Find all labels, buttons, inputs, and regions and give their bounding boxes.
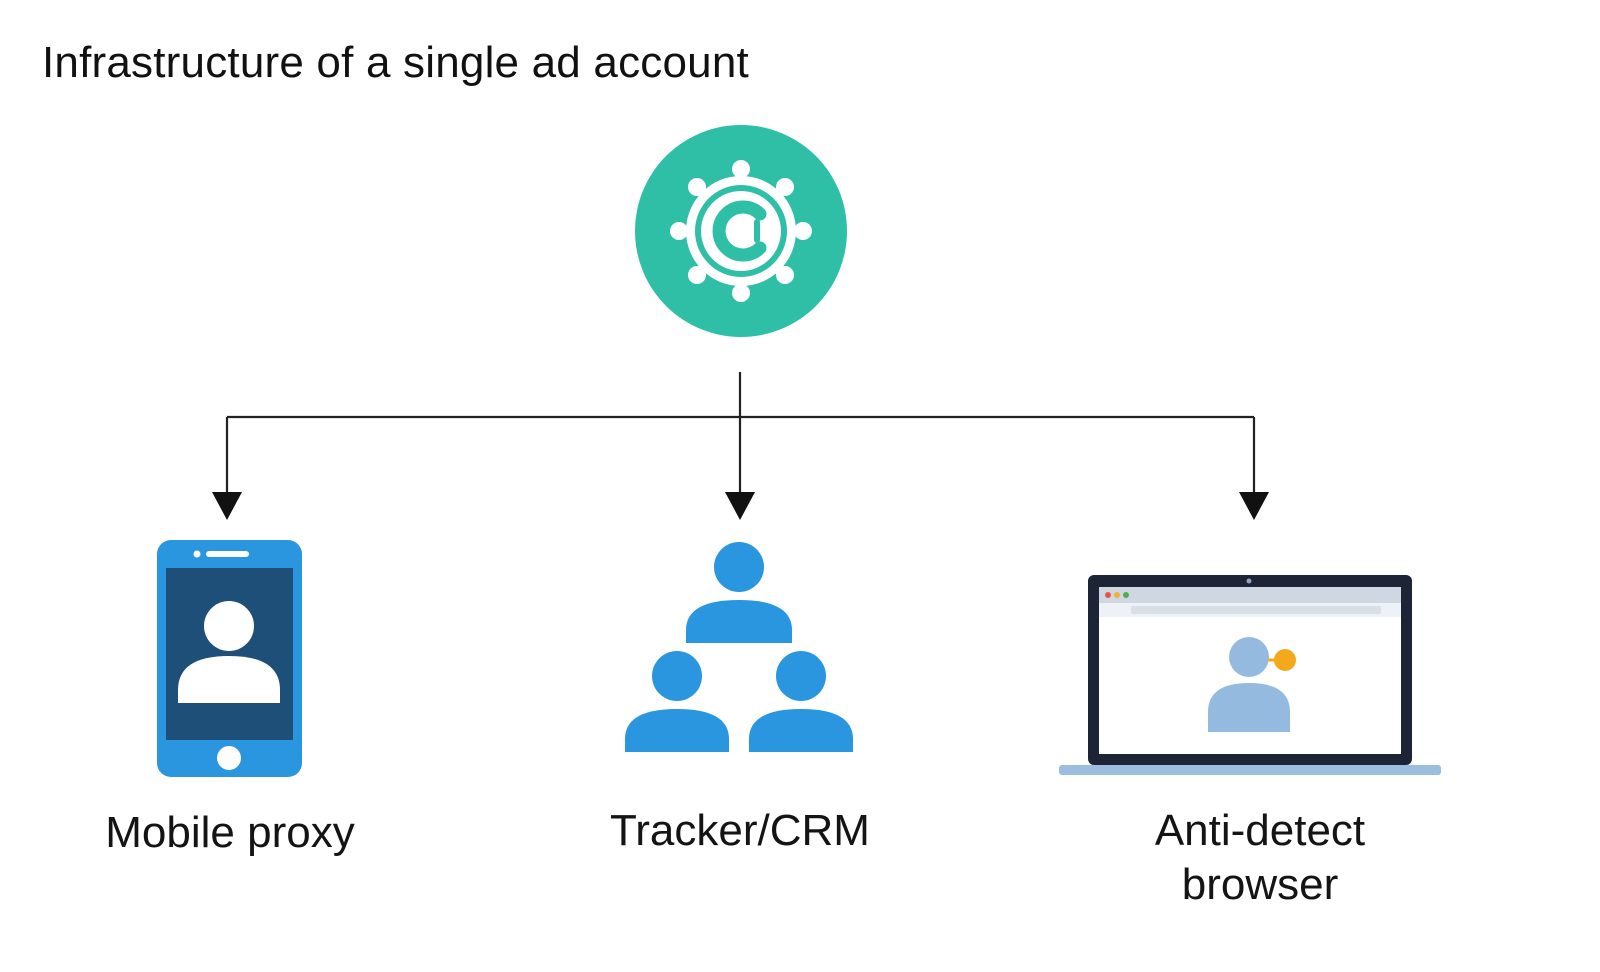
node-label-mobile-proxy: Mobile proxy <box>105 808 355 857</box>
label-line: browser <box>1181 860 1339 909</box>
root-node <box>635 125 847 337</box>
page-title: Infrastructure of a single ad account <box>42 38 749 87</box>
label-line: Anti-detect <box>1154 806 1366 855</box>
arrow-to-browser <box>1239 492 1269 520</box>
connectors <box>225 372 1256 496</box>
c-letter-icon <box>712 200 767 262</box>
laptop-browser-user-icon <box>1059 575 1441 775</box>
arrow-to-mobile <box>212 492 242 520</box>
node-label-tracker-crm: Tracker/CRM <box>610 806 870 855</box>
arrow-to-tracker <box>725 492 755 520</box>
smartphone-user-icon <box>157 540 302 777</box>
gear-icon <box>670 160 812 302</box>
node-label-anti-detect-browser: Anti-detect browser <box>1110 804 1410 912</box>
user-network-icon <box>625 542 853 752</box>
arrowheads <box>212 492 1269 520</box>
